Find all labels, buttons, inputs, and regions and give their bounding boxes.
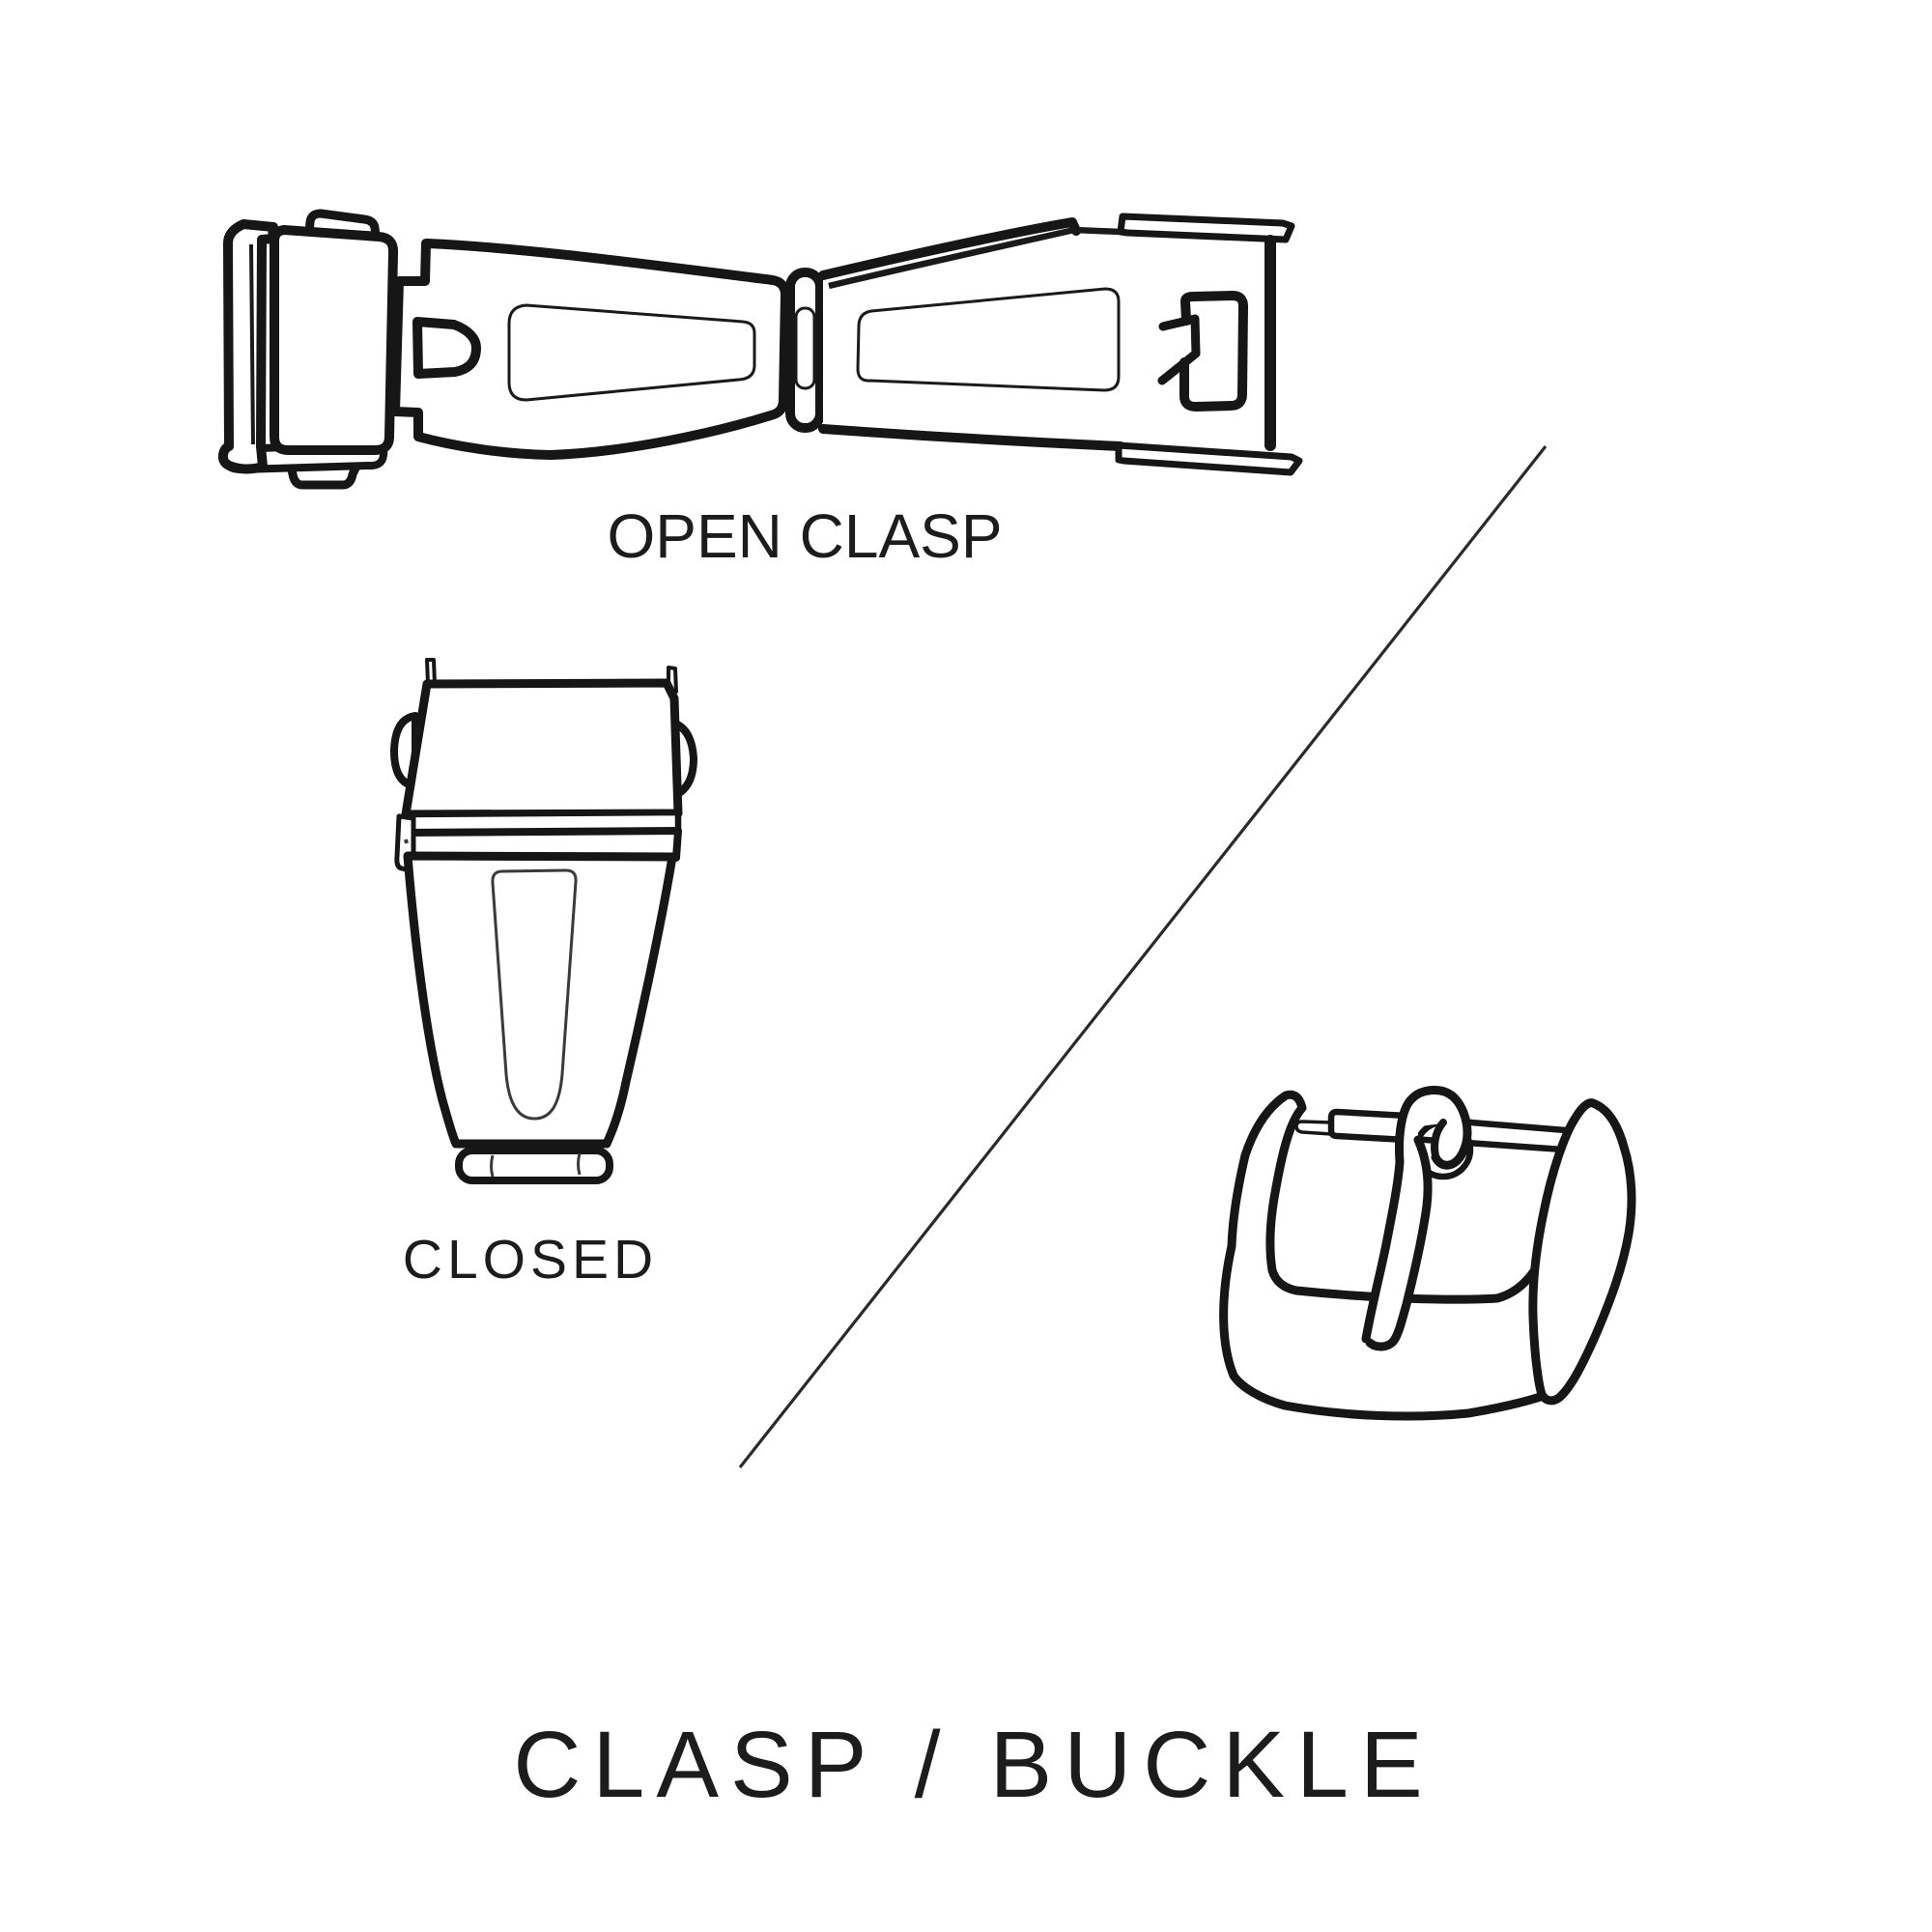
svg-text:CLOSED: CLOSED	[403, 1229, 658, 1291]
svg-text:OPEN CLASP: OPEN CLASP	[607, 501, 1002, 571]
svg-text:CLASP / BUCKLE: CLASP / BUCKLE	[513, 1712, 1434, 1817]
